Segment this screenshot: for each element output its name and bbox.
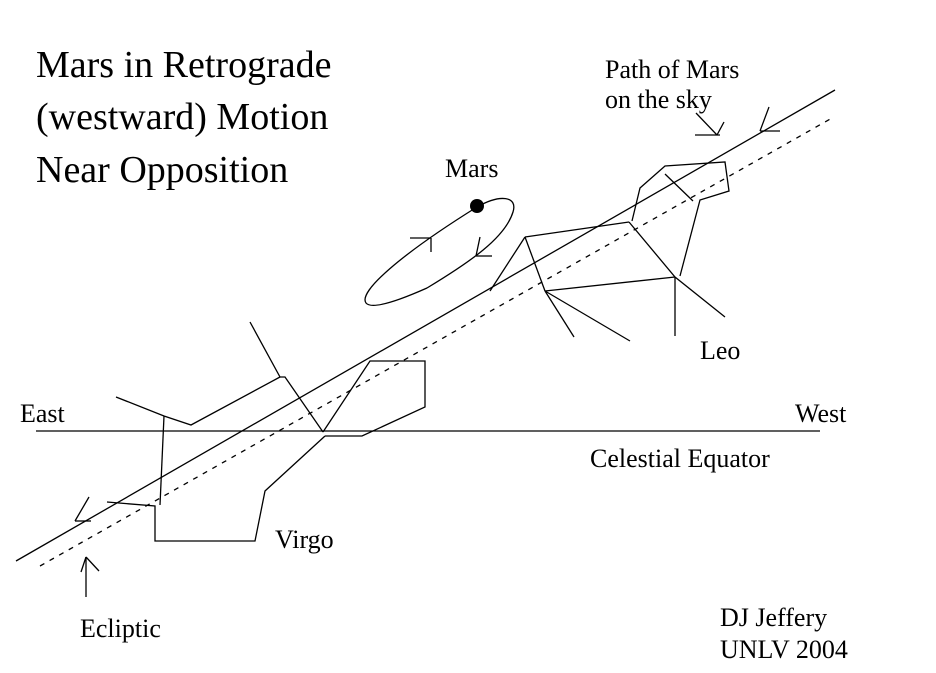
title-line-1: Mars in Retrograde — [36, 44, 332, 86]
leo-constellation — [489, 161, 730, 342]
celestial-equator-label: Celestial Equator — [590, 444, 770, 473]
path-of-mars-label-line-1: Path of Mars — [605, 55, 740, 84]
east-label: East — [20, 399, 65, 428]
credit-affiliation-year: UNLV 2004 — [720, 635, 848, 664]
title-line-3: Near Opposition — [36, 149, 289, 191]
loop-arrow-backward — [475, 236, 492, 257]
virgo-constellation — [106, 321, 426, 542]
retrograde-loop — [364, 197, 515, 306]
ecliptic-label: Ecliptic — [80, 614, 161, 643]
leo-label: Leo — [700, 336, 741, 365]
mars-path-line — [15, 89, 836, 562]
west-label: West — [795, 399, 847, 428]
path-arrow-left — [74, 496, 91, 522]
path-arrow-right — [759, 106, 780, 132]
path-label-pointer-arrow — [695, 112, 725, 136]
mars-planet-dot — [470, 199, 484, 213]
path-of-mars-label-line-2: on the sky — [605, 85, 712, 114]
virgo-label: Virgo — [275, 525, 334, 554]
ecliptic-line — [39, 117, 833, 567]
ecliptic-pointer-arrow — [80, 556, 100, 597]
loop-arrow-forward — [410, 237, 432, 252]
mars-label: Mars — [445, 154, 499, 183]
title-line-2: (westward) Motion — [36, 96, 329, 138]
credit-author: DJ Jeffery — [720, 603, 828, 632]
